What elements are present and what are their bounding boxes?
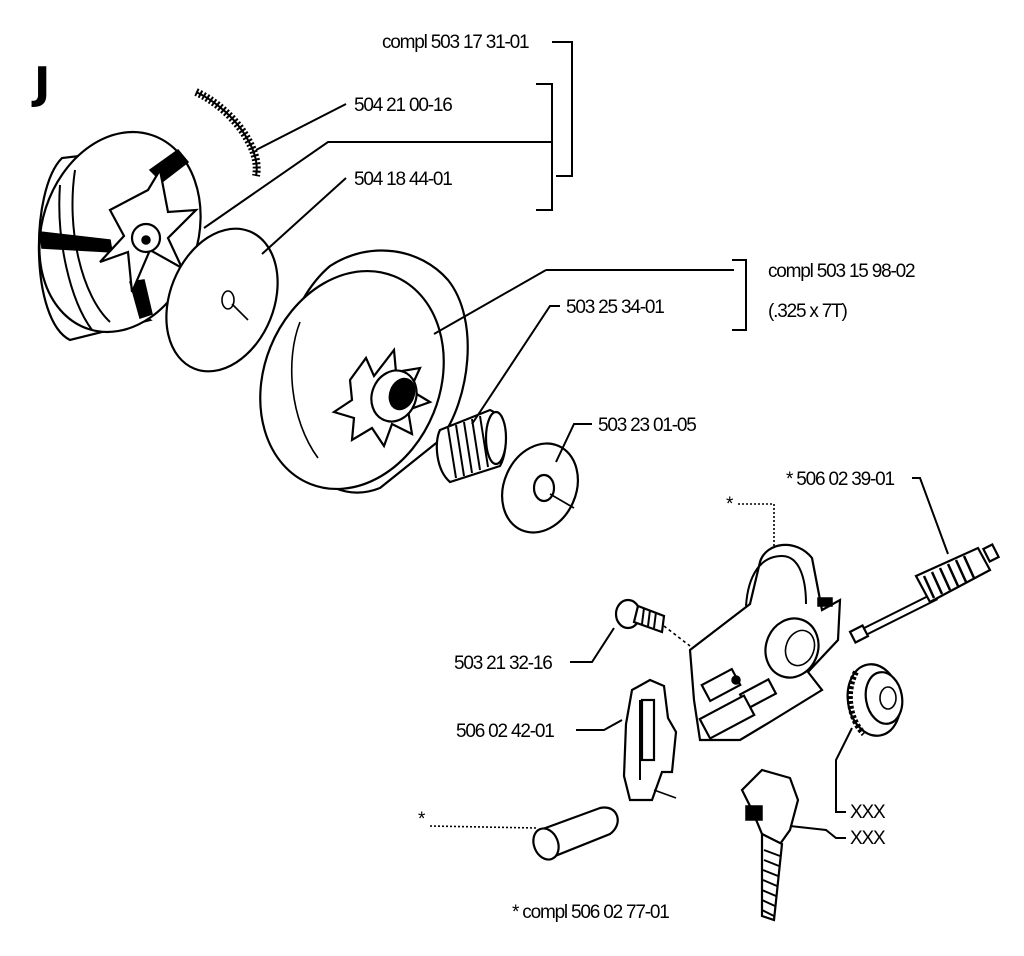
label-washer2: 503 23 01-05 (598, 415, 696, 436)
label-pump-star: * (726, 494, 734, 515)
section-letter: J (31, 58, 50, 109)
clutch-drum (259, 249, 469, 494)
adjusting-screw (740, 768, 800, 922)
pump-plug (846, 663, 904, 737)
label-xxx-screw: XXX (850, 828, 886, 849)
label-guide: 506 02 42-01 (456, 721, 554, 742)
drum-washer (501, 442, 579, 534)
label-drum-compl: compl 503 15 98-02 (768, 261, 915, 282)
guide-pin (532, 806, 619, 861)
oil-pump-body (688, 543, 842, 742)
pump-worm-shaft (848, 543, 1001, 645)
part-labels: compl 503 17 31-01 504 21 00-16 504 18 4… (354, 32, 916, 923)
leader-lines (203, 41, 949, 839)
label-spring: 504 21 00-16 (354, 95, 452, 116)
clutch-shoe-assembly (37, 130, 202, 342)
pump-screw (614, 598, 691, 647)
label-washer: 504 18 44-01 (354, 169, 452, 190)
label-screw: 503 21 32-16 (454, 653, 552, 674)
label-bearing: 503 25 34-01 (566, 297, 664, 318)
label-plug-star: * (418, 809, 426, 830)
clutch-washer (165, 227, 279, 373)
label-drum-spec: (.325 x 7T) (768, 301, 848, 322)
label-pump-compl: * compl 506 02 77-01 (512, 902, 669, 923)
label-clutch-compl: compl 503 17 31-01 (382, 32, 529, 53)
needle-bearing (435, 408, 508, 484)
clutch-spring (194, 88, 261, 177)
chain-guide-plate (622, 678, 678, 802)
label-pump-shaft: * 506 02 39-01 (786, 469, 894, 490)
label-xxx-plug: XXX (850, 802, 886, 823)
